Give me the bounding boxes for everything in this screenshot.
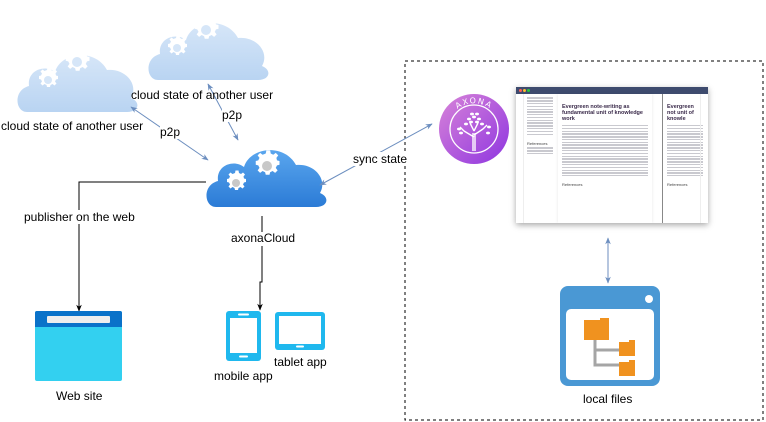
tablet-icon <box>275 312 325 350</box>
cloud-user-1-label: cloud state of another user <box>1 119 144 133</box>
left-pane: References <box>527 94 553 223</box>
axona-cloud-icon <box>206 150 327 207</box>
browser-window-icon <box>35 311 122 381</box>
references-heading: References <box>667 182 688 188</box>
axona-tree-logo-icon[interactable]: AXONA <box>439 94 509 164</box>
minimize-dot-icon <box>523 89 526 92</box>
cloud-user-2-label: cloud state of another user <box>131 88 274 102</box>
main-note-pane: Evergreen note-writing as fundamental un… <box>558 94 652 223</box>
mobile-app-edge[interactable] <box>257 246 263 311</box>
axona-cloud-label: axonaCloud <box>231 231 296 245</box>
publisher-label: publisher on the web <box>24 210 135 224</box>
mobile-app-label: mobile app <box>214 369 273 383</box>
cloud-gears-icon <box>148 14 269 80</box>
tablet-app-label: tablet app <box>274 355 327 369</box>
local-environment-group <box>404 60 764 421</box>
publisher-edge[interactable] <box>76 181 206 312</box>
p2p-edge-label: p2p <box>160 125 181 139</box>
app-screenshot: References Evergreen note-writing as fun… <box>516 87 708 223</box>
local-files-label: local files <box>583 392 633 406</box>
web-site-label: Web site <box>56 389 103 403</box>
right-note-title: Evergreen not unit of knowle <box>667 104 694 122</box>
note-title: Evergreen note-writing as fundamental un… <box>562 104 643 122</box>
right-note-pane: Evergreen not unit of knowle References <box>662 94 703 223</box>
folder-tree-window-icon <box>560 286 660 386</box>
right-collapsed-pane <box>700 94 707 223</box>
collapsed-pane <box>519 94 524 223</box>
references-heading: References <box>527 140 548 146</box>
close-dot-icon <box>519 89 522 92</box>
maximize-dot-icon <box>527 89 530 92</box>
sync-state-label: sync state <box>353 152 408 166</box>
p2p-edge-label: p2p <box>222 108 243 122</box>
cloud-gears-icon <box>17 46 138 112</box>
window-titlebar <box>516 87 708 94</box>
references-heading: References <box>562 182 583 188</box>
smartphone-icon <box>226 311 261 361</box>
